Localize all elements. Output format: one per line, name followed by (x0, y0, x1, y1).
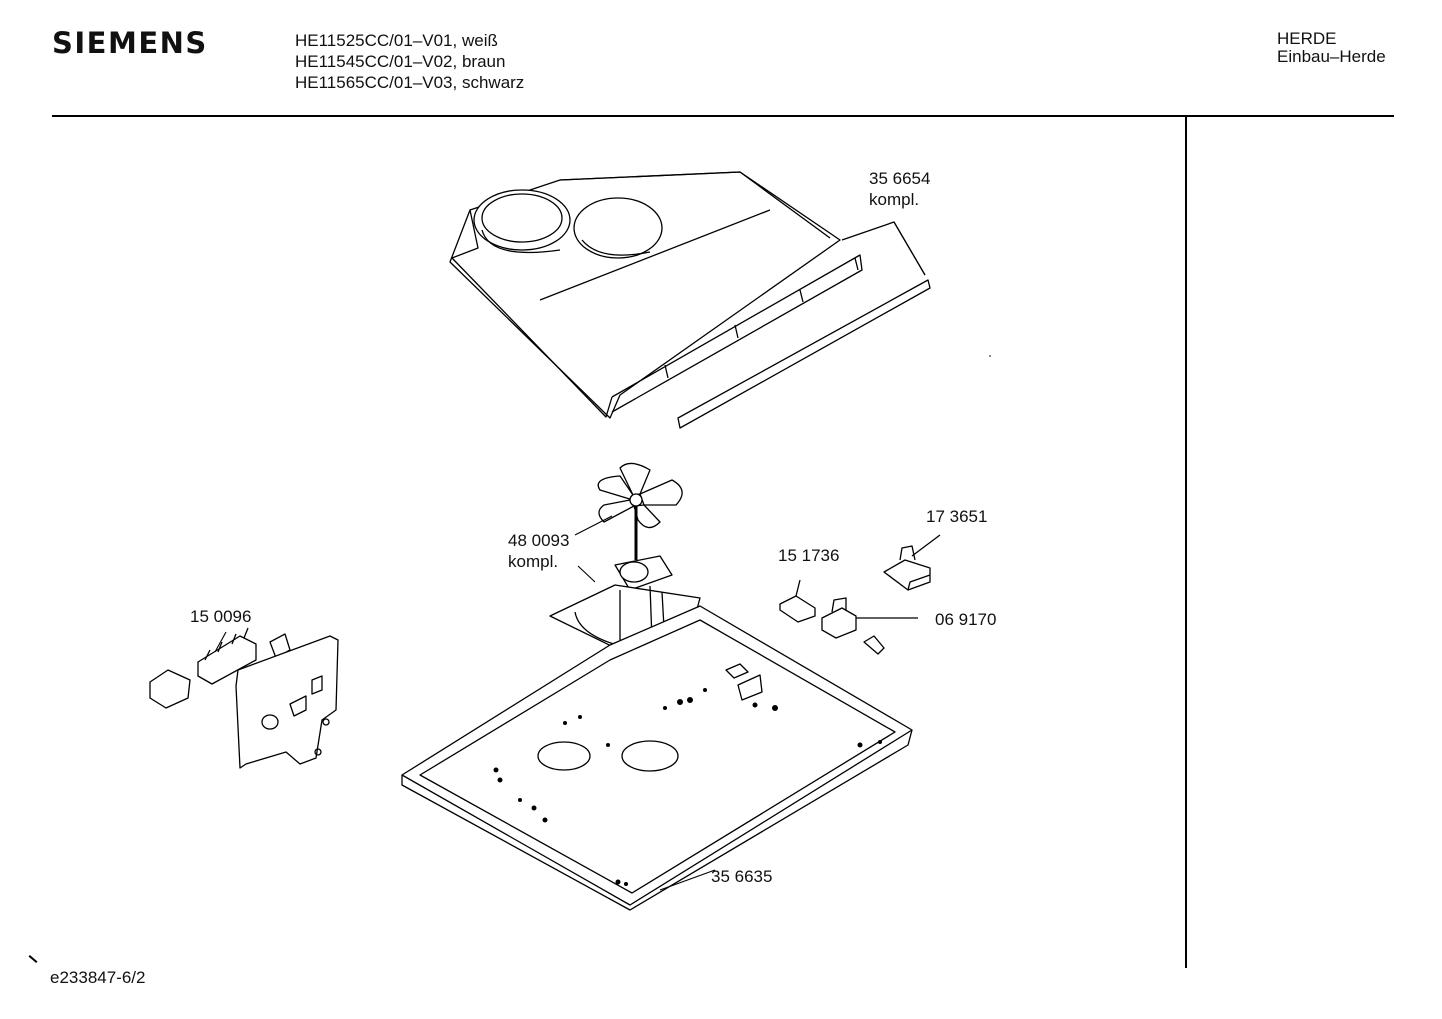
leader-bracket (214, 631, 227, 653)
category-title: HERDE (1277, 29, 1337, 48)
category-block: HERDE Einbau–Herde (1277, 30, 1386, 66)
model-line: HE11525CC/01–V01, weiß (295, 31, 498, 50)
part-label-thermostat: 17 3651 (926, 507, 988, 526)
thermostat-part (883, 534, 941, 591)
brand-logo: SIEMENS (52, 26, 208, 60)
leader-lines (214, 221, 926, 891)
control-bracket-part (149, 627, 339, 769)
model-line: HE11565CC/01–V03, schwarz (295, 73, 525, 92)
leader-base (659, 869, 716, 891)
base-panel-part (401, 605, 913, 911)
part-number: 48 0093 (508, 531, 570, 550)
part-label-base-panel: 35 6635 (711, 867, 773, 886)
model-list: HE11525CC/01–V01, weiß HE11545CC/01–V02,… (295, 30, 524, 93)
leader-fan (574, 515, 613, 583)
switch-part (821, 597, 918, 655)
subcategory-title: Einbau–Herde (1277, 47, 1386, 66)
leader-top-cover (893, 221, 926, 276)
part-label-fan-motor: 48 0093 kompl. (508, 530, 569, 572)
part-label-switch: 06 9170 (935, 610, 997, 629)
part-number: 35 6654 (869, 169, 931, 188)
header-divider (52, 115, 1394, 117)
drawing-id: e233847-6/2 (50, 968, 146, 987)
part-note: kompl. (869, 190, 920, 209)
part-label-control-bracket: 15 0096 (190, 607, 252, 626)
top-cover-part (449, 171, 991, 429)
side-divider (1185, 116, 1187, 968)
model-line: HE11545CC/01–V02, braun (295, 52, 506, 71)
part-note: kompl. (508, 552, 559, 571)
part-label-fuse: 15 1736 (778, 546, 840, 565)
part-label-top-cover: 35 6654 kompl. (869, 168, 930, 210)
fuse-part (779, 579, 816, 623)
